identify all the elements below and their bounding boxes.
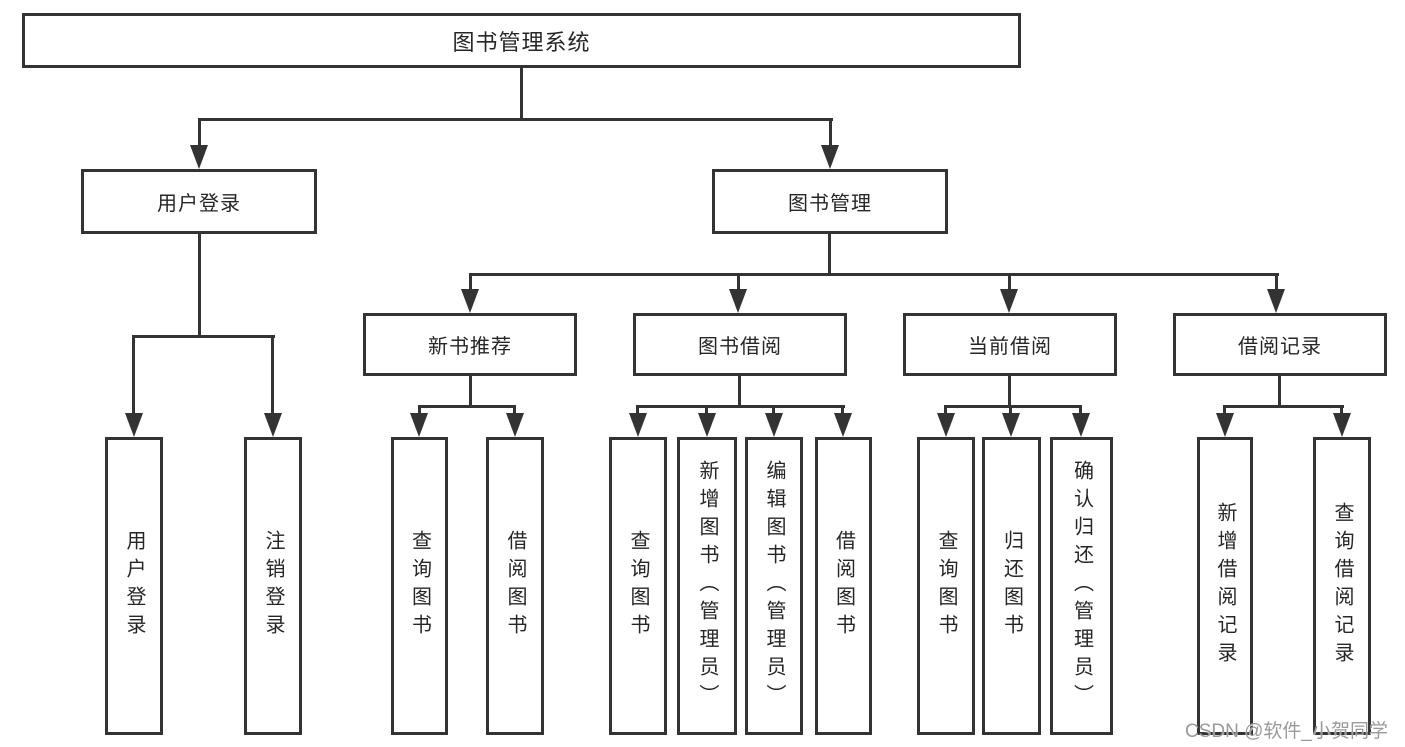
connector-leaf-logout-shaft [271, 335, 274, 415]
connector-bb-edit-shaft [772, 405, 775, 415]
node-new-book-recommend: 新书推荐 [363, 313, 577, 376]
connector-new-book-stem [469, 376, 472, 408]
leaf-logout-login-label: 注销登录 [262, 530, 284, 642]
leaf-br-query-borrow-record-label: 查询借阅记录 [1331, 502, 1353, 670]
leaf-nb-query-books-label: 查询图书 [408, 530, 431, 642]
leaf-bb-edit-books-admin-label: 编辑图书（管理员） [763, 460, 785, 712]
arrow-to-leaf-login [125, 413, 143, 437]
leaf-bb-query-books: 查询图书 [609, 437, 667, 735]
node-user-login-label: 用户登录 [157, 193, 241, 215]
arrow-to-nb-query-books [410, 413, 428, 437]
connector-nb-borrow-shaft [513, 405, 516, 415]
connector-borrow-record-shaft [1275, 273, 1278, 291]
leaf-bb-add-books-admin-label: 新增图书（管理员） [696, 460, 718, 712]
node-book-borrow: 图书借阅 [633, 313, 847, 376]
connector-user-login-children-branch [132, 335, 275, 338]
leaf-bb-query-books-label: 查询图书 [627, 530, 649, 642]
node-book-borrow-label: 图书借阅 [698, 336, 782, 358]
connector-bb-add-shaft [705, 405, 708, 415]
connector-current-borrow-children-branch [944, 405, 1082, 408]
arrow-to-bb-borrow-books [834, 413, 852, 437]
connector-cb-return-shaft [1009, 405, 1012, 415]
root-node-library-management-system: 图书管理系统 [22, 13, 1021, 68]
node-book-management: 图书管理 [712, 169, 948, 234]
arrow-to-cb-confirm-return [1072, 413, 1090, 437]
connector-cb-confirm-shaft [1079, 405, 1082, 415]
root-node-label: 图书管理系统 [452, 29, 591, 55]
leaf-bb-borrow-books: 借阅图书 [815, 437, 872, 735]
leaf-cb-query-books-label: 查询图书 [935, 530, 957, 642]
connector-bb-query-shaft [636, 405, 639, 415]
arrow-to-borrow-record [1267, 289, 1285, 313]
leaf-nb-borrow-books: 借阅图书 [486, 437, 544, 735]
arrow-to-br-add-record [1216, 413, 1234, 437]
leaf-cb-return-books-label: 归还图书 [1000, 530, 1023, 642]
connector-level2-branch [198, 118, 833, 121]
node-new-book-recommend-label: 新书推荐 [428, 336, 512, 358]
connector-borrow-record-stem [1278, 376, 1281, 408]
node-borrow-record: 借阅记录 [1173, 313, 1387, 376]
leaf-bb-edit-books-admin: 编辑图书（管理员） [745, 437, 803, 735]
arrow-to-nb-borrow-books [506, 413, 524, 437]
connector-book-borrow-children-branch [637, 405, 845, 408]
connector-bb-borrow-shaft [841, 405, 844, 415]
arrow-to-user-login [190, 145, 208, 169]
arrow-to-cb-query-books [937, 413, 955, 437]
leaf-nb-borrow-books-label: 借阅图书 [504, 530, 526, 642]
arrow-to-book-management [821, 145, 839, 169]
connector-new-book-children-branch [418, 405, 516, 408]
connector-leaf-login-shaft [132, 335, 135, 415]
connector-br-query-shaft [1340, 405, 1343, 415]
node-borrow-record-label: 借阅记录 [1238, 336, 1322, 358]
leaf-user-login-label: 用户登录 [123, 530, 145, 642]
leaf-cb-return-books: 归还图书 [982, 437, 1041, 735]
connector-nb-query-shaft [418, 405, 421, 415]
leaf-bb-add-books-admin: 新增图书（管理员） [677, 437, 737, 735]
arrow-to-cb-return-books [1002, 413, 1020, 437]
arrow-to-leaf-logout [264, 413, 282, 437]
connector-root-stem [520, 68, 523, 121]
leaf-bb-borrow-books-label: 借阅图书 [832, 530, 855, 642]
connector-book-management-stem [828, 234, 831, 276]
connector-book-borrow-shaft [737, 273, 740, 291]
arrow-to-bb-edit-books [765, 413, 783, 437]
connector-level3-branch [469, 273, 1279, 276]
connector-current-borrow-stem [1008, 376, 1011, 408]
node-book-management-label: 图书管理 [788, 193, 872, 215]
arrow-to-current-borrow [1000, 289, 1018, 313]
arrow-to-book-borrow [729, 289, 747, 313]
arrow-to-bb-query-books [629, 413, 647, 437]
node-user-login: 用户登录 [81, 169, 317, 234]
connector-book-management-shaft [829, 118, 832, 147]
arrow-to-new-book-recommend [461, 289, 479, 313]
connector-br-add-shaft [1223, 405, 1226, 415]
arrow-to-br-query-record [1333, 413, 1351, 437]
leaf-user-login: 用户登录 [105, 437, 163, 735]
node-current-borrow-label: 当前借阅 [968, 336, 1052, 358]
connector-current-borrow-shaft [1008, 273, 1011, 291]
connector-borrow-record-children-branch [1223, 405, 1344, 408]
connector-user-login-shaft [198, 118, 201, 147]
connector-new-book-shaft [469, 273, 472, 291]
leaf-logout-login: 注销登录 [244, 437, 302, 735]
node-current-borrow: 当前借阅 [903, 313, 1117, 376]
leaf-br-add-borrow-record-label: 新增借阅记录 [1214, 502, 1236, 670]
connector-book-borrow-stem [738, 376, 741, 408]
connector-cb-query-shaft [944, 405, 947, 415]
arrow-to-bb-add-books [698, 413, 716, 437]
leaf-br-query-borrow-record: 查询借阅记录 [1313, 437, 1371, 735]
csdn-watermark: CSDN @软件_小贺同学 [1185, 721, 1388, 742]
leaf-cb-query-books: 查询图书 [917, 437, 975, 735]
leaf-cb-confirm-return-admin: 确认归还（管理员） [1050, 437, 1113, 735]
leaf-cb-confirm-return-admin-label: 确认归还（管理员） [1070, 460, 1093, 712]
leaf-nb-query-books: 查询图书 [391, 437, 448, 735]
connector-user-login-stem [198, 234, 201, 338]
leaf-br-add-borrow-record: 新增借阅记录 [1197, 437, 1253, 735]
